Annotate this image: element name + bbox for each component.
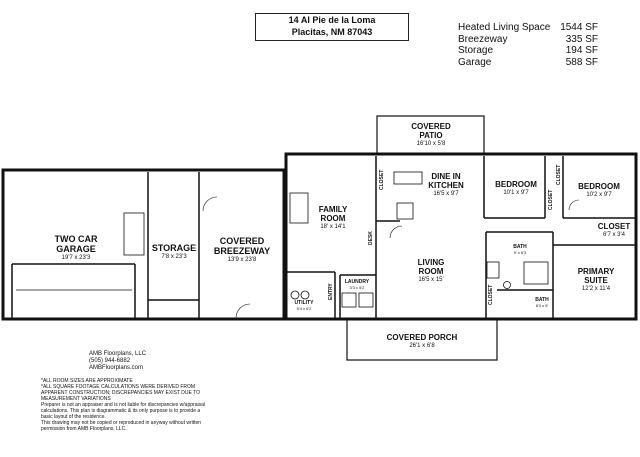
credit-block: AMB Floorplans, LLC (505) 944-6882 AMBFl…	[89, 351, 146, 372]
sqft-name: Storage	[458, 45, 494, 56]
room-name: BATH	[535, 297, 549, 303]
sqft-row: Garage 588 SF	[458, 57, 598, 69]
sqft-value: 335 SF	[565, 33, 598, 45]
room-covered-porch: COVERED PORCH 26'1 x 6'8	[387, 333, 458, 350]
sqft-row: Heated Living Space 1544 SF	[458, 22, 598, 34]
room-name: CLOSET	[597, 222, 631, 231]
room-name: SUITE	[584, 276, 608, 285]
room-dims: 8'3 x 5'	[535, 303, 549, 308]
room-dims: 26'1 x 6'8	[409, 343, 435, 349]
credit-phone: (505) 944-6882	[89, 358, 131, 364]
room-family: FAMILY ROOM 18' x 14'1	[319, 205, 348, 231]
note: This drawing may not be copied or reprod…	[41, 420, 202, 432]
room-dims: 13'9 x 23'8	[227, 257, 257, 263]
room-dims: 7'8 x 23'3	[161, 254, 187, 260]
room-closet: CLOSET 6'7 x 3'4	[598, 222, 630, 239]
room-name: COVERED	[411, 122, 451, 131]
sqft-name: Garage	[458, 56, 492, 68]
room-dims: 18' x 14'1	[320, 224, 346, 230]
closet-label: CLOSET	[556, 164, 562, 185]
room-dims: 16'5 x 15'	[418, 277, 444, 283]
room-laundry: LAUNDRY 3'3 x 5'2	[345, 279, 369, 290]
room-living: LIVING ROOM 16'5 x 15'	[418, 258, 445, 284]
room-name: ROOM	[320, 214, 346, 223]
room-bedroom-1: BEDROOM 10'1 x 9'7	[495, 180, 537, 197]
sqft-name: Breezeway	[458, 33, 508, 45]
room-dims: 9' x 6'3	[513, 250, 527, 255]
room-name: COVERED PORCH	[386, 333, 458, 342]
room-name: TWO CAR	[54, 234, 98, 244]
room-dims: 6'7 x 3'4	[603, 232, 625, 238]
credit-website: AMBFloorplans.com	[89, 365, 144, 371]
address-box: 14 Al Pie de la Loma Placitas, NM 87043	[255, 13, 409, 41]
exterior-walls	[1, 152, 638, 321]
room-dims: 3'3 x 5'2	[349, 285, 365, 290]
room-name: FAMILY	[318, 205, 348, 214]
sqft-row: Storage 194 SF	[458, 45, 598, 57]
room-name: BEDROOM	[495, 180, 537, 189]
closet-label: CLOSET	[548, 189, 554, 210]
room-name: LIVING	[417, 258, 445, 267]
room-storage: STORAGE 7'8 x 23'3	[152, 243, 196, 261]
room-dims: 10'2 x 9'7	[586, 192, 612, 198]
porch-patio	[346, 115, 498, 361]
entry-label: ENTRY	[328, 283, 334, 300]
room-name: PATIO	[419, 131, 443, 140]
room-name: STORAGE	[151, 243, 197, 253]
interior-walls	[11, 156, 636, 318]
room-utility: UTILITY 5'4 x 6'2	[295, 300, 314, 311]
credit-company: AMB Floorplans, LLC	[89, 351, 147, 357]
address-line1: 14 Al Pie de la Loma	[288, 15, 376, 25]
room-bath: BATH 9' x 6'3	[513, 244, 527, 255]
fixtures	[16, 171, 549, 308]
covered-patio-outline	[376, 115, 485, 155]
closet-label: CLOSET	[379, 169, 385, 190]
room-two-car-garage: TWO CAR GARAGE 19'7 x 23'3	[55, 234, 98, 262]
sqft-value: 1544 SF	[560, 22, 598, 33]
room-dims: 19'7 x 23'3	[61, 255, 91, 261]
address-line2: Placitas, NM 87043	[291, 27, 373, 37]
disclaimer-notes: *ALL ROOM SIZES ARE APPROXIMATE *ALL SQU…	[41, 378, 206, 432]
sqft-row: Breezeway 335 SF	[458, 34, 598, 46]
room-primary-bath: BATH 8'3 x 5'	[535, 297, 549, 308]
room-dims: 12'2 x 11'4	[581, 286, 611, 292]
room-dims: 10'1 x 9'7	[503, 190, 529, 196]
note: *ALL SQUARE FOOTAGE CALCULATIONS WERE DE…	[41, 384, 201, 402]
note: *ALL ROOM SIZES ARE APPROXIMATE	[41, 378, 133, 384]
room-covered-patio: COVERED PATIO 16'10 x 5'8	[411, 122, 451, 148]
doors	[202, 196, 580, 319]
room-covered-breezeway: COVERED BREEZEWAY 13'9 x 23'8	[214, 236, 270, 264]
sqft-name: Heated Living Space	[458, 22, 551, 33]
note: Preparer is not an appraiser and is not …	[41, 402, 205, 420]
sqft-value: 194 SF	[565, 45, 598, 56]
room-bedroom-2: BEDROOM 10'2 x 9'7	[578, 182, 620, 199]
covered-porch-outline	[346, 318, 498, 361]
room-dine-in-kitchen: DINE IN KITCHEN 16'5 x 9'7	[428, 172, 464, 198]
sqft-value: 588 SF	[565, 56, 598, 68]
room-name: DINE IN	[431, 172, 461, 181]
room-name: GARAGE	[56, 244, 96, 254]
garage-wing-wall	[1, 168, 286, 321]
room-dims: 16'10 x 5'8	[416, 141, 446, 147]
room-name: KITCHEN	[428, 181, 464, 190]
room-name: LAUNDRY	[344, 279, 370, 285]
room-primary-suite: PRIMARY SUITE 12'2 x 11'4	[578, 267, 615, 293]
closet-label: CLOSET	[488, 284, 494, 305]
room-name: BREEZEWAY	[213, 246, 271, 256]
room-name: PRIMARY	[577, 267, 615, 276]
room-name: BATH	[513, 244, 527, 250]
room-name: ROOM	[418, 267, 444, 276]
room-name: UTILITY	[294, 300, 314, 306]
room-name: BEDROOM	[578, 182, 620, 191]
desk-label: DESK	[368, 231, 374, 245]
room-dims: 5'4 x 6'2	[296, 306, 312, 311]
room-dims: 16'5 x 9'7	[433, 191, 459, 197]
square-footage-table: Heated Living Space 1544 SF Breezeway 335 …	[458, 22, 598, 68]
room-name: COVERED	[219, 236, 265, 246]
